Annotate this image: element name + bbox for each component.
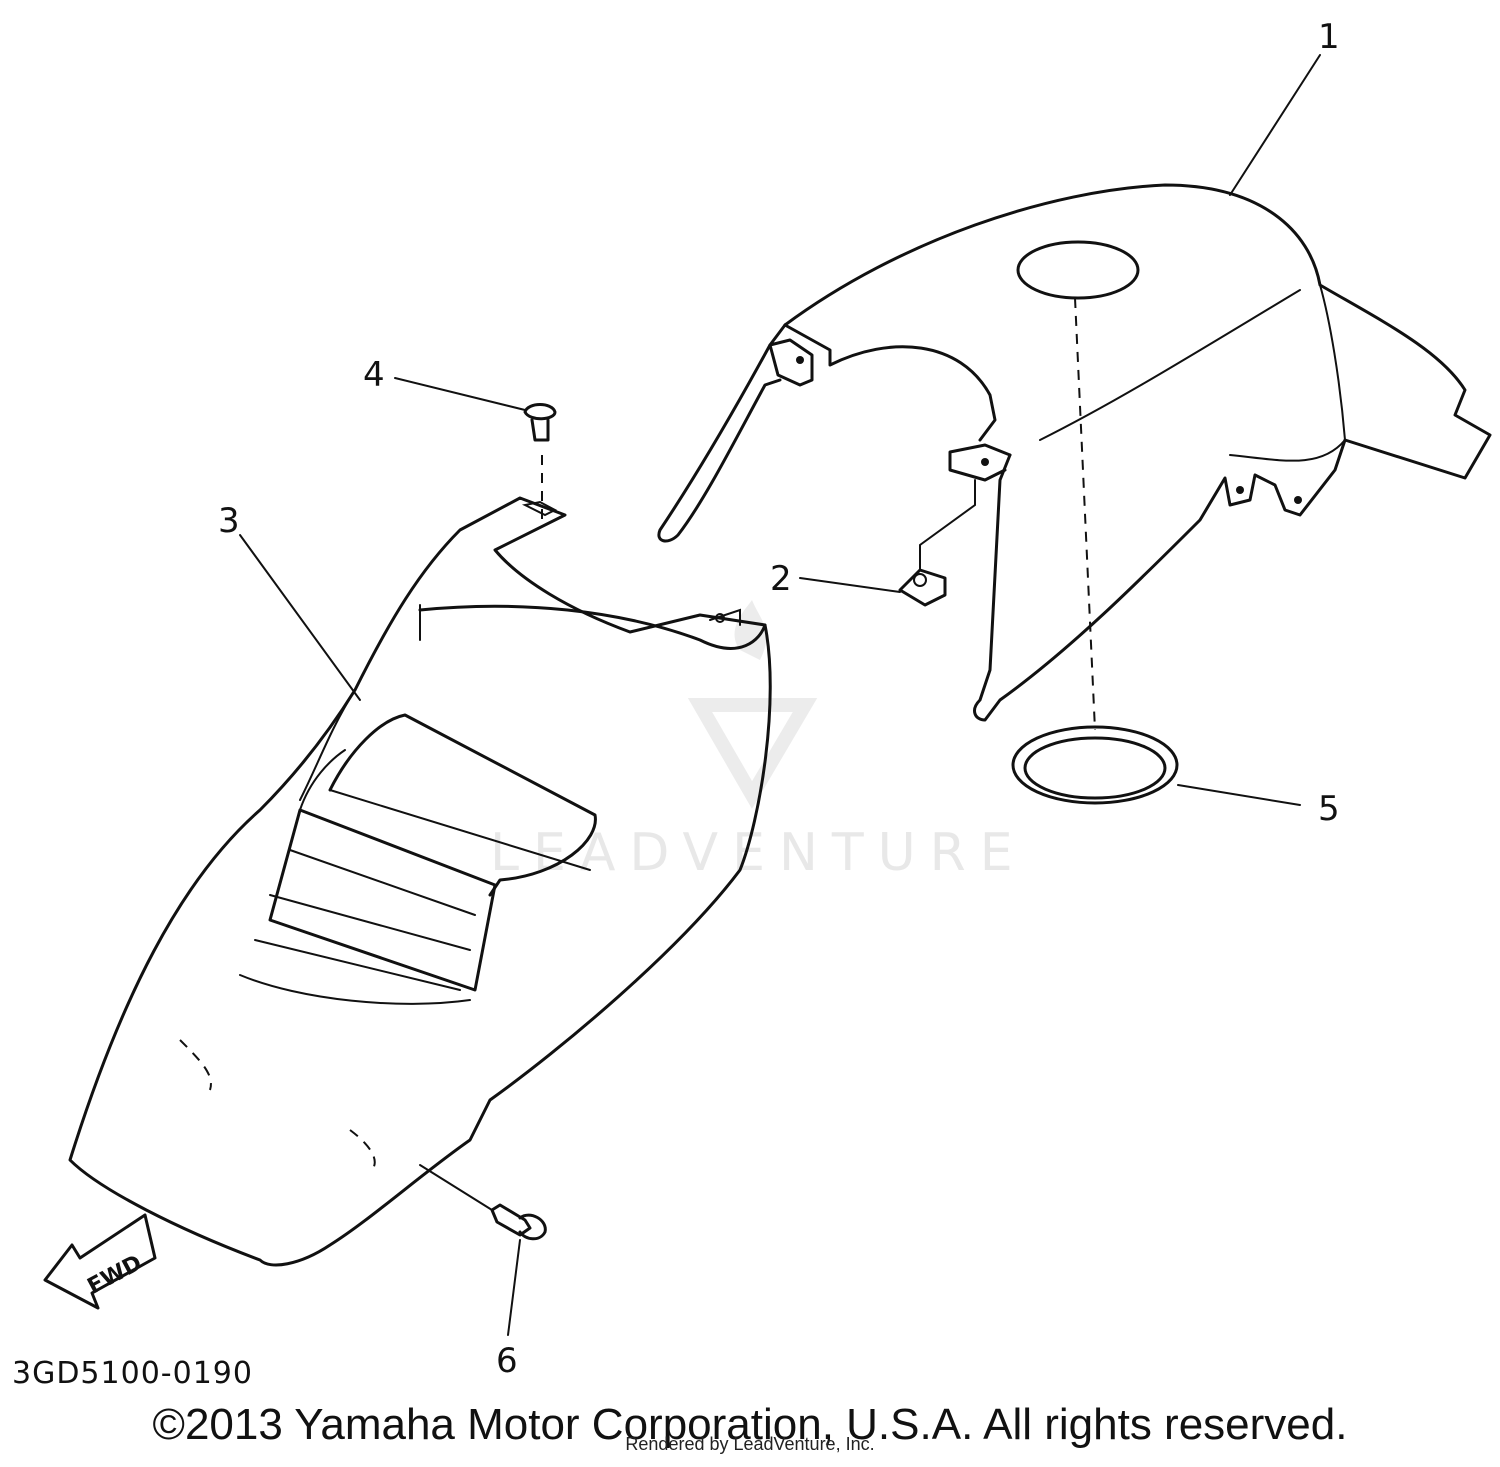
fwd-arrow-icon [43, 1213, 157, 1310]
fwd-label: FWD [84, 1251, 147, 1300]
part-5-leader-dashed [1074, 297, 1096, 731]
part-6-bolt [419, 1164, 547, 1241]
callout-1: 1 [1318, 17, 1340, 57]
part-code: 3GD5100-0190 [12, 1356, 253, 1391]
part-3-seat-cover [68, 496, 772, 1267]
leader-4 [394, 377, 526, 411]
leader-2 [799, 577, 901, 593]
leader-3 [239, 534, 361, 701]
part-2-nut [898, 479, 976, 607]
callout-3: 3 [218, 501, 240, 541]
callout-2: 2 [770, 559, 792, 599]
part-1-tank-cover [657, 183, 1492, 722]
watermark-logo-icon [687, 600, 818, 809]
callout-5: 5 [1318, 789, 1340, 829]
copyright-notice: ©2013 Yamaha Motor Corporation, U.S.A. A… [152, 1400, 1348, 1449]
callout-6: 6 [496, 1341, 518, 1381]
callout-4: 4 [363, 355, 385, 395]
leader-6 [507, 1239, 521, 1336]
leader-5 [1177, 784, 1301, 806]
part-4-screw [523, 403, 557, 520]
leader-1 [1229, 54, 1321, 196]
watermark-text: LEADVENTURE [490, 823, 1027, 883]
rendered-by-notice: Rendered by LeadVenture, Inc. [625, 1434, 875, 1454]
part-5-ring [1011, 725, 1179, 805]
